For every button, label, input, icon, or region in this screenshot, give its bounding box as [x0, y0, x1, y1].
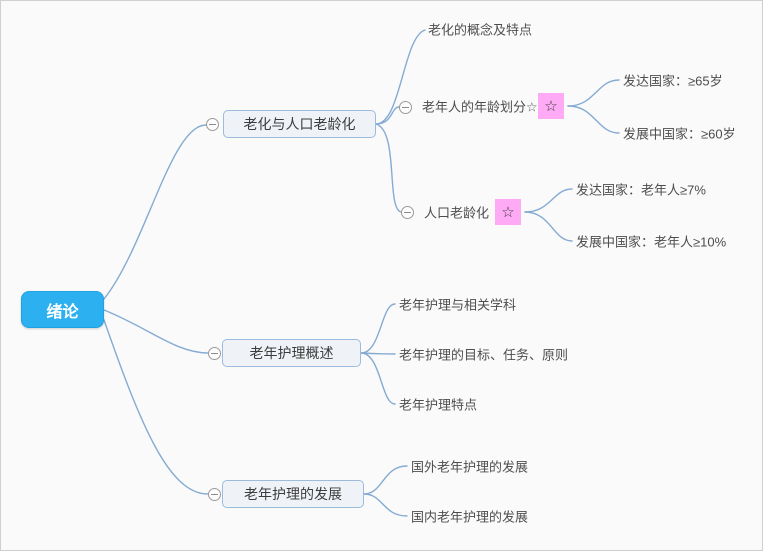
connector-line	[360, 352, 396, 405]
connector-line	[524, 211, 573, 242]
connector-line	[360, 352, 396, 355]
leaf-domestic-development[interactable]: 国内老年护理的发展	[411, 509, 529, 525]
branch-topic-nursing-development[interactable]: 老年护理的发展	[222, 480, 364, 508]
connector-line	[363, 493, 408, 517]
branch-topic-nursing-overview[interactable]: 老年护理概述	[222, 339, 361, 367]
collapse-icon[interactable]	[401, 206, 414, 219]
leaf-developing-10pct[interactable]: 发展中国家：老年人≥10%	[576, 234, 727, 250]
minus-glyph	[209, 124, 216, 125]
leaf-related-disciplines[interactable]: 老年护理与相关学科	[399, 297, 517, 313]
connector-line	[567, 105, 620, 134]
leaf-developed-65[interactable]: 发达国家：≥65岁	[623, 73, 723, 89]
connector-line	[567, 79, 620, 107]
minus-glyph	[211, 494, 218, 495]
connector-line	[524, 188, 573, 213]
collapse-icon[interactable]	[208, 488, 221, 501]
root-topic[interactable]: 绪论	[21, 291, 104, 328]
leaf-foreign-development[interactable]: 国外老年护理的发展	[411, 459, 529, 475]
leaf-nursing-features[interactable]: 老年护理特点	[399, 397, 478, 413]
branch-topic-aging[interactable]: 老化与人口老龄化	[223, 110, 376, 138]
subtopic-age-division[interactable]: 老年人的年龄划分☆	[422, 99, 538, 115]
star-marker: ☆	[495, 199, 521, 225]
leaf-goals-tasks-principles[interactable]: 老年护理的目标、任务、原则	[399, 347, 569, 363]
collapse-icon[interactable]	[399, 101, 412, 114]
minus-glyph	[402, 107, 409, 108]
connector-line	[103, 124, 207, 300]
connector-line	[375, 106, 400, 125]
connector-line	[103, 319, 209, 495]
minus-glyph	[211, 353, 218, 354]
connector-line	[375, 123, 402, 213]
collapse-icon[interactable]	[206, 118, 219, 131]
connector-line	[360, 303, 396, 354]
connector-line	[103, 309, 209, 354]
star-marker: ☆	[538, 93, 564, 119]
subtopic-aging-concept[interactable]: 老化的概念及特点	[428, 22, 533, 38]
collapse-icon[interactable]	[208, 347, 221, 360]
leaf-developing-60[interactable]: 发展中国家：≥60岁	[623, 126, 736, 142]
leaf-developed-7pct[interactable]: 发达国家：老年人≥7%	[576, 182, 706, 198]
subtopic-population-aging[interactable]: 人口老龄化	[424, 205, 490, 221]
connector-line	[363, 465, 408, 495]
minus-glyph	[404, 212, 411, 213]
